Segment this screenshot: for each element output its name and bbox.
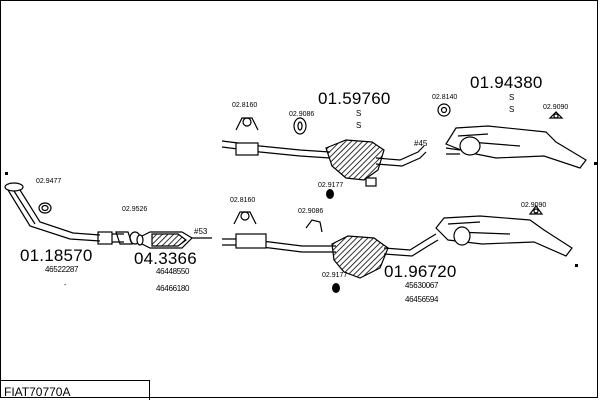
accessory-label: 02.8140: [432, 94, 458, 101]
part-number-center-muffler-bottom: 01.96720: [384, 262, 457, 281]
oem-number: 46466180: [156, 284, 190, 293]
corner-marker: [575, 264, 578, 267]
rear-muffler-top: [445, 125, 587, 169]
rubber-mount-icon: [326, 189, 334, 199]
accessory-label: 02.9086: [289, 111, 315, 118]
corner-marker: [5, 172, 8, 175]
hanger-icon: [548, 111, 564, 119]
accessory-label: 02.9086: [298, 208, 324, 215]
accessory-label: 02.9477: [36, 178, 62, 185]
clamp-icon: [38, 202, 52, 214]
accessory-label: 02.9090: [521, 202, 547, 209]
oem-number: 46456594: [405, 295, 439, 304]
oem-number: 46448550: [156, 267, 190, 276]
rubber-mount-icon: [332, 283, 340, 293]
oem-number: 46522287: [45, 265, 79, 274]
oem-number: 45630067: [405, 281, 439, 290]
rear-muffler-bottom: [435, 215, 573, 257]
s-marker: S: [356, 109, 362, 118]
length-marker: #53: [194, 227, 208, 236]
part-number-catalyst: 04.3366: [134, 249, 197, 268]
dot-marker: -: [64, 282, 67, 289]
hanger-icon: [305, 219, 323, 233]
catalytic-converter: [136, 231, 212, 249]
bracket-icon: [233, 211, 257, 225]
part-number-front-pipe: 01.18570: [20, 246, 93, 265]
accessory-label: 02.9526: [122, 206, 148, 213]
bracket-icon: [235, 117, 259, 131]
accessory-label: 02.9177: [322, 272, 348, 279]
front-pipe: [4, 182, 124, 245]
center-muffler-bottom: [222, 233, 439, 279]
s-marker: S: [509, 105, 515, 114]
part-number-rear-muffler-top: 01.94380: [470, 73, 543, 92]
corner-marker: [594, 162, 597, 165]
article-code: FIAT70770A: [0, 380, 150, 400]
accessory-label: 02.8160: [232, 102, 258, 109]
s-marker: S: [356, 121, 362, 130]
accessory-label: 02.9177: [318, 182, 344, 189]
hanger-icon: [293, 117, 307, 135]
part-number-center-muffler-top: 01.59760: [318, 89, 391, 108]
length-marker: #45: [414, 139, 428, 148]
clamp-icon: [437, 103, 451, 117]
s-marker: S: [509, 93, 515, 102]
accessory-label: 02.8160: [230, 197, 256, 204]
center-muffler-top: [221, 139, 427, 187]
accessory-label: 02.9090: [543, 104, 569, 111]
hanger-icon: [528, 205, 544, 215]
